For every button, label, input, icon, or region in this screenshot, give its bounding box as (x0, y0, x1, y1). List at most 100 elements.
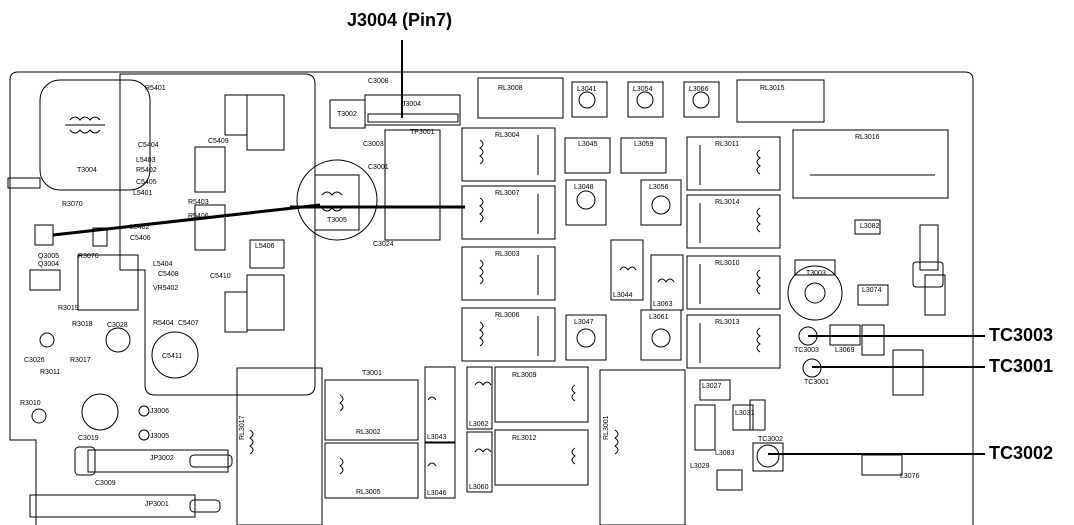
label-c3001: C3001 (368, 164, 389, 171)
label-c5405: C5405 (136, 179, 157, 186)
label-rl3013: RL3013 (715, 319, 740, 326)
rl3010-box (686, 255, 781, 310)
label-q3004: Q3004 (38, 261, 59, 268)
callout-tc3003: TC3003 (989, 325, 1054, 345)
label-c3028: C3028 (107, 322, 128, 329)
label-l3063: L3063 (653, 301, 673, 308)
label-rl3007: RL3007 (495, 190, 520, 197)
label-c5408: C5408 (158, 271, 179, 278)
label-l3083: L3083 (715, 450, 735, 457)
label-c3026: C3026 (24, 357, 45, 364)
rl3007-box (461, 185, 556, 240)
label-rl3016: RL3016 (855, 134, 880, 141)
label-r3017: R3017 (70, 357, 91, 364)
label-jp3002: JP3002 (150, 455, 174, 462)
label-l3048: L3048 (574, 184, 594, 191)
label-r5403: R5403 (188, 199, 209, 206)
label-rl3002: RL3002 (356, 429, 381, 436)
label-l3060: L3060 (469, 484, 489, 491)
label-l3069: L3069 (835, 347, 855, 354)
label-tc3001: TC3001 (804, 379, 829, 386)
rl3015-box (736, 79, 825, 123)
rl3014-box (686, 194, 781, 249)
label-j3004: J3004 (402, 101, 421, 108)
label-t3004: T3004 (77, 167, 97, 174)
label-l3066: L3066 (689, 86, 709, 93)
label-c5410: C5410 (210, 273, 231, 280)
label-rl3010: RL3010 (715, 260, 740, 267)
callout-tc3001: TC3001 (989, 356, 1054, 376)
rl3005-box (324, 442, 419, 499)
label-l3047: L3047 (574, 319, 594, 326)
rl3008-box (477, 77, 564, 119)
label-jp3001: JP3001 (145, 501, 169, 508)
label-r5402: R5402 (136, 167, 157, 174)
label-t3002: T3002 (337, 111, 357, 118)
rl3004-box (461, 127, 556, 182)
label-c5411: C5411 (162, 353, 182, 360)
label-j3005: J3005 (150, 433, 169, 440)
label-rl3012: RL3012 (512, 435, 537, 442)
label-l3054: L3054 (633, 86, 653, 93)
left-module-outline (119, 73, 316, 396)
label-l3076: L3076 (900, 473, 920, 480)
rl3013-box (686, 314, 781, 369)
label-c3009: C3009 (95, 480, 116, 487)
label-tc3003: TC3003 (794, 347, 819, 354)
label-r3010: R3010 (20, 400, 41, 407)
label-l5401: L5401 (133, 190, 153, 197)
label-t3003: T3003 (806, 270, 826, 277)
label-c5406: C5406 (130, 235, 151, 242)
label-l3041: L3041 (577, 86, 597, 93)
label-rl3004: RL3004 (495, 132, 520, 139)
rl3001-box (599, 369, 686, 525)
label-rl3015: RL3015 (760, 85, 785, 92)
label-l3074: L3074 (862, 287, 882, 294)
label-t3001: T3001 (362, 370, 382, 377)
rl3011-box (686, 136, 781, 191)
label-c3003: C3003 (363, 141, 384, 148)
rl3016-box (792, 129, 949, 199)
label-rl3005: RL3005 (356, 489, 381, 496)
label-l3029: L3029 (690, 463, 710, 470)
label-l5403: L5403 (136, 157, 156, 164)
label-rl3009: RL3009 (512, 372, 537, 379)
label-rl3008: RL3008 (498, 85, 523, 92)
label-c3024: C3024 (373, 241, 394, 248)
rl3003-box (461, 246, 556, 301)
label-r5404: R5404 (153, 320, 174, 327)
label-tp3001: TP3001 (410, 129, 435, 136)
label-l3046: L3046 (427, 490, 447, 497)
label-l3056: L3056 (649, 184, 669, 191)
callout-j3004-pin7: J3004 (Pin7) (347, 10, 453, 30)
label-c3008: C3008 (368, 78, 389, 85)
t3005-outline (296, 159, 378, 241)
label-l3082: L3082 (860, 223, 880, 230)
label-j3006: J3006 (150, 408, 169, 415)
label-c3019: C3019 (78, 435, 99, 442)
j3004-connector (364, 94, 461, 126)
label-l3043: L3043 (427, 434, 447, 441)
label-c5404: C5404 (138, 142, 159, 149)
label-l3062: L3062 (469, 421, 489, 428)
label-tc3002: TC3002 (758, 436, 783, 443)
label-c5407: C5407 (178, 320, 199, 327)
label-r5401: R5401 (145, 85, 166, 92)
rl3006-box (461, 307, 556, 362)
label-l3061: L3061 (649, 314, 669, 321)
label-rl3003: RL3003 (495, 251, 520, 258)
label-l3044: L3044 (613, 292, 633, 299)
label-rl3014: RL3014 (715, 199, 740, 206)
label-r3070: R3070 (62, 201, 83, 208)
label-t3005: T3005 (327, 217, 347, 224)
label-l5404: L5404 (153, 261, 173, 268)
label-l3027: L3027 (702, 383, 722, 390)
label-rl3006: RL3006 (495, 312, 520, 319)
label-l3031: L3031 (735, 410, 755, 417)
callout-tc3002: TC3002 (989, 443, 1054, 463)
board-outline (9, 71, 974, 525)
label-r3011: R3011 (40, 369, 60, 376)
label-rl3001: RL3001 (603, 415, 610, 440)
label-vr5402: VR5402 (153, 285, 178, 292)
